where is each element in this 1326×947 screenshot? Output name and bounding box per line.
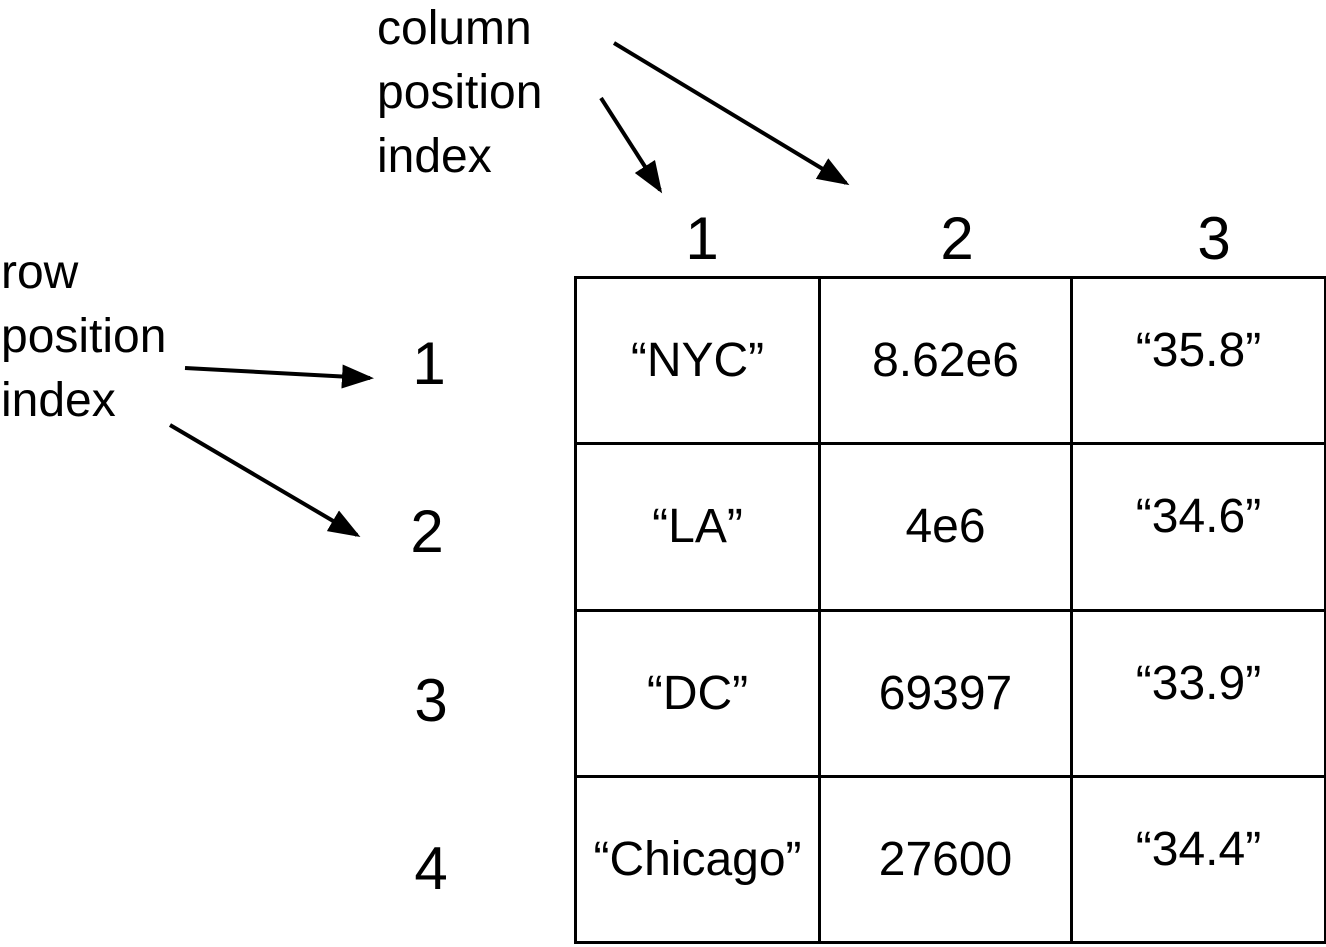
table-cell: “34.6” xyxy=(1070,442,1326,612)
table-cell: 27600 xyxy=(818,774,1073,945)
column-annotation-line: position xyxy=(377,66,543,119)
column-index-2: 2 xyxy=(940,205,974,272)
row-index-3: 3 xyxy=(414,667,448,734)
table-row: “DC” 69397 “33.9” xyxy=(574,608,1326,778)
column-index-1: 1 xyxy=(685,205,719,272)
arrow-to-row-2-icon xyxy=(168,423,361,538)
column-index-3: 3 xyxy=(1197,205,1231,272)
row-annotation-line: position xyxy=(1,310,167,363)
table-cell: “LA” xyxy=(574,442,821,612)
table-cell: “DC” xyxy=(574,608,821,778)
table-cell: “33.9” xyxy=(1070,608,1326,778)
data-table: “NYC” 8.62e6 “35.8” “LA” 4e6 “34.6” “DC”… xyxy=(574,275,1326,945)
column-annotation-line: index xyxy=(377,130,492,183)
table-cell: “34.4” xyxy=(1070,774,1326,945)
row-annotation-line: row xyxy=(1,246,79,299)
row-position-index-label: row position index xyxy=(1,241,166,433)
column-position-index-label: column position index xyxy=(377,0,542,189)
table-cell: “Chicago” xyxy=(574,774,821,945)
arrow-to-column-2-icon xyxy=(612,41,850,186)
column-annotation-line: column xyxy=(377,2,532,55)
table-cell: 4e6 xyxy=(818,442,1073,612)
table-row: “Chicago” 27600 “34.4” xyxy=(574,774,1326,945)
row-annotation-line: index xyxy=(1,374,116,427)
table-row: “NYC” 8.62e6 “35.8” xyxy=(574,275,1326,446)
table-row: “LA” 4e6 “34.6” xyxy=(574,442,1326,612)
table-cell: “NYC” xyxy=(574,275,821,446)
table-cell: 69397 xyxy=(818,608,1073,778)
arrow-to-row-1-icon xyxy=(184,364,374,389)
row-index-4: 4 xyxy=(414,835,448,902)
table-cell: “35.8” xyxy=(1070,275,1326,446)
row-index-1: 1 xyxy=(412,330,446,397)
arrow-to-column-1-icon xyxy=(599,96,663,194)
row-index-2: 2 xyxy=(410,498,444,565)
table-cell: 8.62e6 xyxy=(818,275,1073,446)
